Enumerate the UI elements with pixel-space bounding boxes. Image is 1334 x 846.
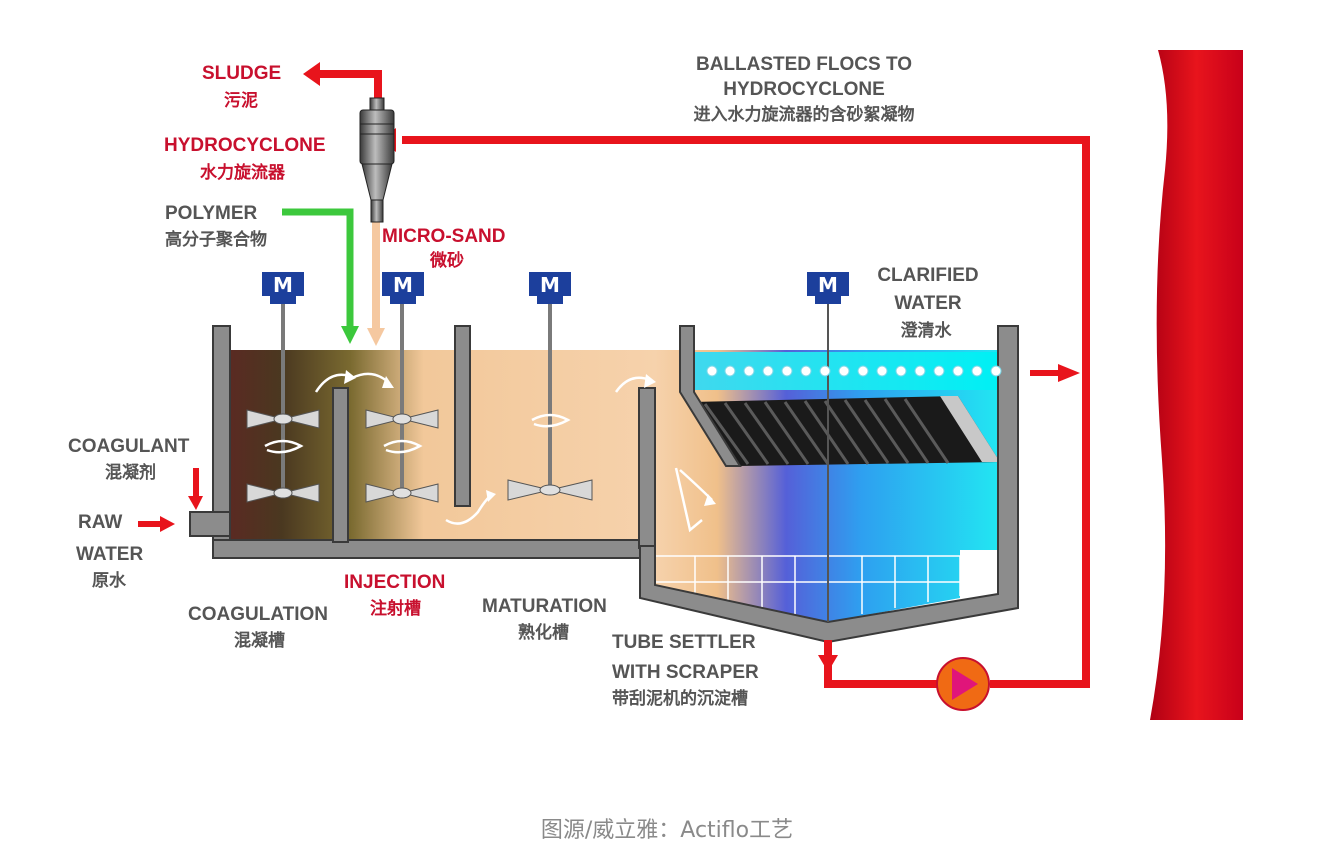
tank-walls [212, 325, 1019, 644]
label-sludge-cn: 污泥 [224, 90, 258, 111]
label-ballasted-flocs-cn: 进入水力旋流器的含砂絮凝物 [694, 104, 915, 125]
motor-label: M [273, 273, 293, 297]
label-sludge: SLUDGE [202, 63, 281, 84]
label-hydrocyclone: HYDROCYCLONE [164, 135, 326, 156]
raw-water-inlet-pipe [189, 511, 231, 537]
red-short-arrows [138, 370, 1060, 527]
clarified-water-bubbles [706, 365, 1002, 377]
injection-mixer-icon [365, 272, 439, 503]
label-tube-settler-cn: 带刮泥机的沉淀槽 [612, 688, 748, 709]
label-ballasted-flocs-line1: BALLASTED FLOCS TO [696, 54, 912, 75]
label-raw-water: WATER [76, 544, 143, 565]
label-raw: RAW [78, 512, 122, 533]
decorative-red-band [1150, 50, 1243, 720]
label-maturation-cn: 熟化槽 [518, 622, 569, 643]
label-polymer-cn: 高分子聚合物 [165, 229, 267, 250]
recycle-pump-icon [936, 657, 990, 711]
polymer-feed-line [282, 208, 359, 344]
motor-labels: M M M M [273, 273, 838, 297]
label-micro-sand-cn: 微砂 [429, 250, 464, 271]
label-polymer: POLYMER [165, 203, 257, 224]
label-hydrocyclone-cn: 水力旋流器 [200, 162, 286, 183]
motor-label: M [818, 273, 838, 297]
red-recycle-piping [318, 70, 1090, 688]
label-tube-settler: TUBE SETTLER [612, 632, 756, 653]
label-clarified: CLARIFIED [877, 265, 978, 286]
label-clarified-cn: 澄清水 [901, 320, 953, 341]
coagulation-mixer-icon [246, 272, 320, 503]
lamella-tubes [692, 396, 1000, 466]
label-coagulant: COAGULANT [68, 436, 190, 457]
motor-label: M [540, 273, 560, 297]
label-with-scraper: WITH SCRAPER [612, 662, 759, 683]
label-clarified-water: WATER [894, 293, 961, 314]
label-maturation: MATURATION [482, 596, 607, 617]
maturation-mixer-icon [507, 272, 593, 501]
motor-label: M [393, 273, 413, 297]
label-coagulation-cn: 混凝槽 [234, 630, 285, 651]
figure-caption: 图源/威立雅：Actiflo工艺 [540, 818, 794, 843]
label-injection-cn: 注射槽 [370, 598, 421, 619]
label-injection: INJECTION [344, 572, 445, 593]
hydrocyclone-icon [359, 97, 395, 223]
flow-arrow-heads [344, 370, 716, 506]
coagulation-maturation-liquid [230, 350, 660, 540]
scraper-drive-icon [807, 272, 849, 622]
micro-sand-feed-line [367, 220, 385, 346]
label-micro-sand: MICRO-SAND [382, 226, 506, 247]
diagram-labels: SLUDGE 污泥 HYDROCYCLONE 水力旋流器 POLYMER 高分子… [68, 54, 979, 709]
label-ballasted-flocs-line2: HYDROCYCLONE [723, 79, 885, 100]
label-coagulation: COAGULATION [188, 604, 328, 625]
label-raw-water-cn: 原水 [92, 570, 127, 591]
label-coagulant-cn: 混凝剂 [105, 462, 156, 483]
